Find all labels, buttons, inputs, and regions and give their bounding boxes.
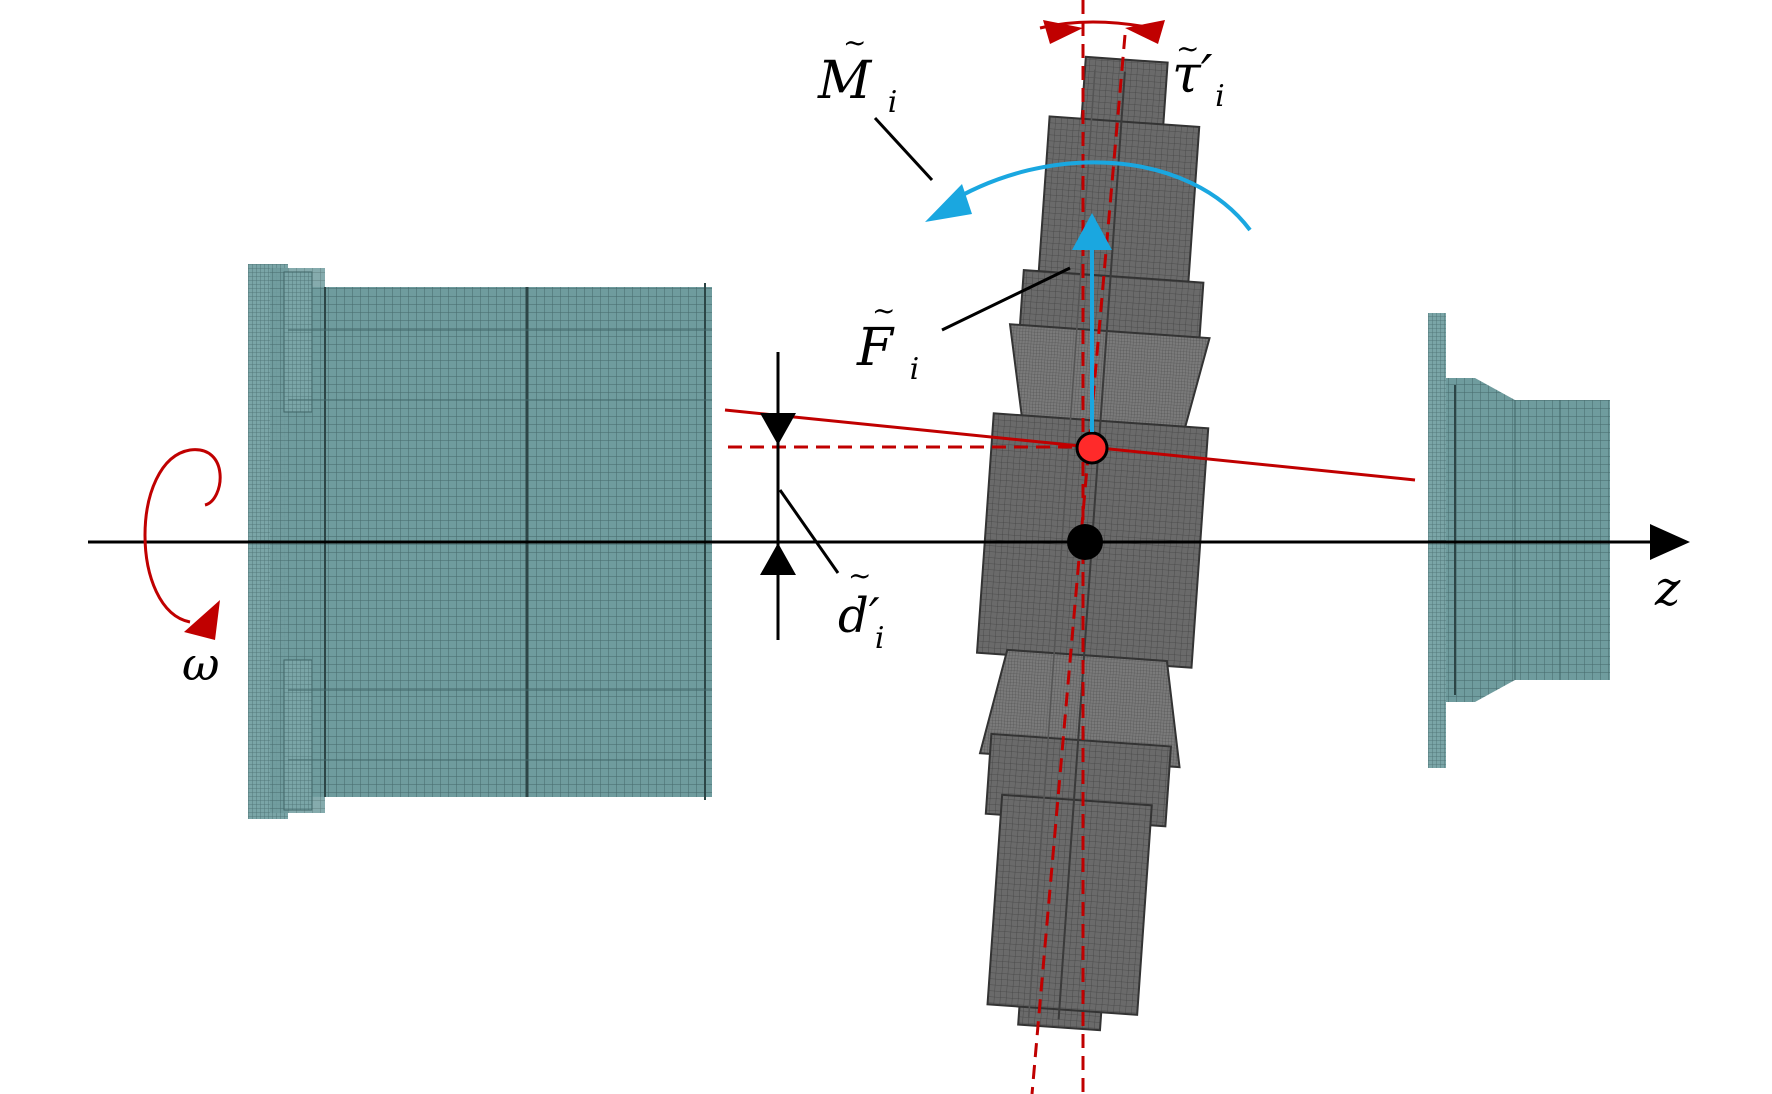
z-axis: z bbox=[88, 524, 1690, 617]
rotation-indicator: ω bbox=[143, 448, 222, 691]
force-subscript: i bbox=[910, 352, 920, 387]
axis-center-point bbox=[1067, 524, 1103, 560]
tilt-tilde-icon: ~ bbox=[1176, 32, 1199, 65]
force-arrow-icon bbox=[1072, 213, 1112, 250]
moment-tilde-icon: ~ bbox=[843, 26, 866, 59]
tilt-label: τ′ i bbox=[1172, 45, 1229, 114]
moment-label: M i bbox=[817, 51, 897, 120]
tilt-label-group: τ′ i ~ bbox=[1172, 32, 1229, 114]
misalignment-lines bbox=[724, 0, 1416, 1094]
offset-symbol: d′ bbox=[838, 588, 880, 644]
tilt-symbol: τ′ bbox=[1172, 45, 1213, 105]
moment-vector: M i ~ bbox=[817, 26, 1252, 232]
moment-arc-icon bbox=[943, 160, 1252, 232]
force-vector: F i ~ bbox=[856, 213, 1112, 432]
offset-label: d′ i bbox=[838, 588, 895, 656]
rotation-label: ω bbox=[182, 637, 220, 691]
offset-dimension: d′ i ~ bbox=[760, 352, 895, 656]
force-symbol: F bbox=[856, 318, 895, 378]
tilt-subscript: i bbox=[1215, 79, 1225, 114]
tilt-arrow-left-icon bbox=[1043, 20, 1083, 44]
force-tilde-icon: ~ bbox=[872, 294, 895, 327]
axis-label: z bbox=[1654, 561, 1681, 617]
tilt-angle-marker bbox=[1039, 20, 1165, 44]
force-label: F i bbox=[856, 318, 919, 387]
axis-arrow-icon bbox=[1650, 524, 1690, 560]
moment-symbol: M bbox=[817, 51, 873, 111]
moment-subscript: i bbox=[888, 85, 898, 120]
disk-center-point bbox=[1075, 431, 1109, 465]
rotation-arrow-icon bbox=[143, 448, 222, 624]
offset-tilde-icon: ~ bbox=[848, 559, 871, 592]
tilt-arrow-right-icon bbox=[1125, 20, 1165, 44]
offset-subscript: i bbox=[875, 621, 885, 656]
